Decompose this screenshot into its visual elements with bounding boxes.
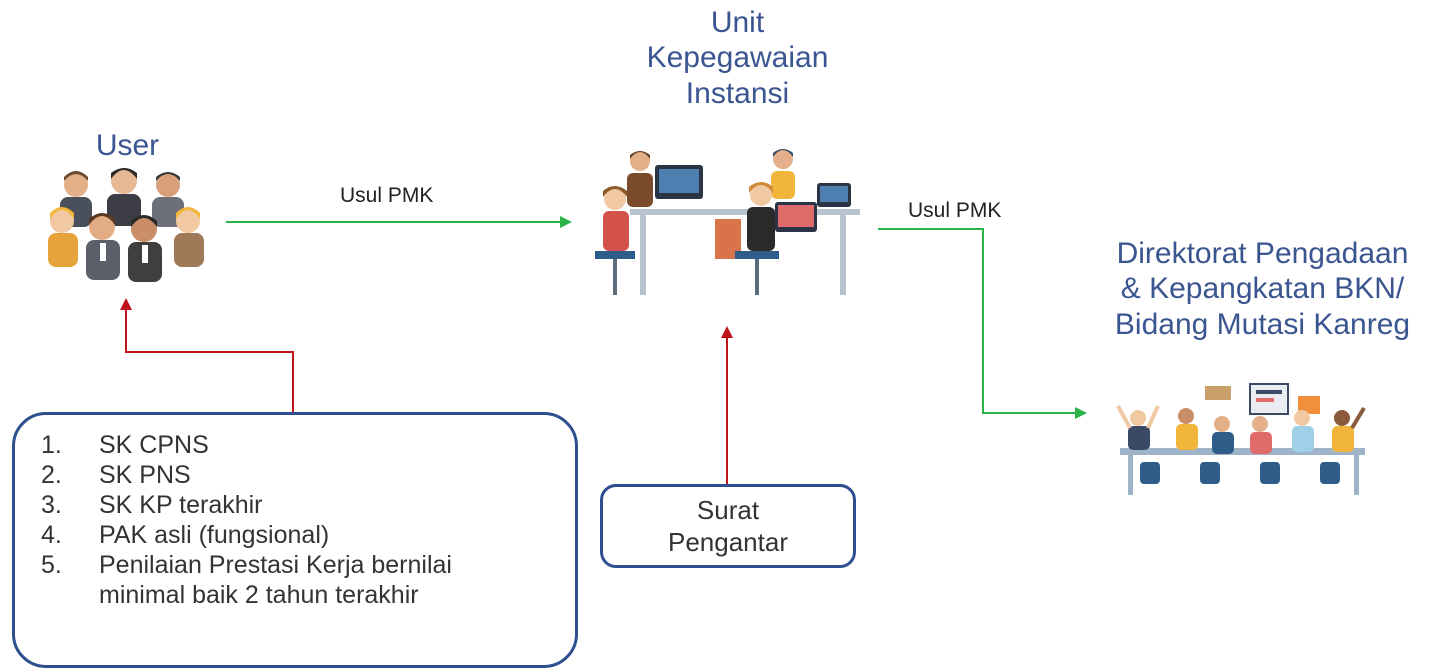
list-item-number: 5. [41,551,62,579]
list-item-text: SK CPNS [99,431,209,459]
direktorat-title-line: Direktorat Pengadaan [1116,237,1409,270]
list-item-text: SK PNS [99,461,191,489]
list-item-text: Penilaian Prestasi Kerja bernilai minima… [99,550,555,610]
surat-line: Pengantar [668,527,788,557]
user-title: User [95,129,160,162]
worker-4 [1250,416,1272,454]
person-back-right [152,172,184,227]
list-item-number: 2. [41,461,62,489]
worker-6 [1332,406,1366,452]
unit-title-line: Kepegawaian [646,41,829,75]
surat-line: Surat [696,494,760,525]
person-back-left [60,171,92,227]
required-documents-box: 1. SK CPNS 2. SK PNS 3. SK KP terakhir 4… [12,412,578,668]
list-item-number: 4. [41,521,62,549]
person-front-mid [128,215,162,282]
required-documents-list: 1. SK CPNS 2. SK PNS 3. SK KP terakhir 4… [41,430,555,610]
direktorat-title-line: & Kepangkatan BKN/ [1120,272,1405,306]
list-item-text: PAK asli (fungsional) [99,521,330,549]
arrow-docs-to-user [120,298,294,412]
worker-1 [1116,405,1160,450]
surat-pengantar-box: Surat Pengantar [600,484,856,568]
person-front-center [86,213,120,280]
team-office-illustration [1116,383,1366,495]
arrow-label-usul-pmk-1: Usul PMK [340,184,434,207]
unit-title-line: Instansi [685,76,790,110]
list-item: 5. Penilaian Prestasi Kerja bernilai min… [41,550,555,610]
direktorat-title-line: Bidang Mutasi Kanreg [1114,307,1411,341]
unit-title-line: Unit [710,6,765,39]
worker-3 [1212,416,1234,454]
worker-5 [1292,410,1314,452]
person-back-mid [107,168,141,226]
worker-2 [1176,408,1198,450]
user-group-icon [48,168,204,282]
arrow-unit-to-direktorat [878,228,1087,419]
list-item-number: 1. [41,431,62,459]
list-item: 2. SK PNS [41,460,555,490]
list-item: 3. SK KP terakhir [41,490,555,520]
list-item: 4. PAK asli (fungsional) [41,520,555,550]
list-item-text-line: minimal baik 2 tahun terakhir [99,581,419,609]
list-item-text: SK KP terakhir [99,491,263,519]
arrow-label-usul-pmk-2: Usul PMK [908,199,1002,222]
direktorat-title: Direktorat Pengadaan & Kepangkatan BKN/ … [1095,236,1430,342]
person-front-right [174,207,204,267]
list-item-text-line: Penilaian Prestasi Kerja bernilai [99,551,452,579]
list-item-number: 3. [41,491,62,519]
unit-title: Unit Kepegawaian Instansi [615,5,860,111]
list-item: 1. SK CPNS [41,430,555,460]
person-front-left [48,207,78,267]
office-workers-illustration [595,149,860,295]
